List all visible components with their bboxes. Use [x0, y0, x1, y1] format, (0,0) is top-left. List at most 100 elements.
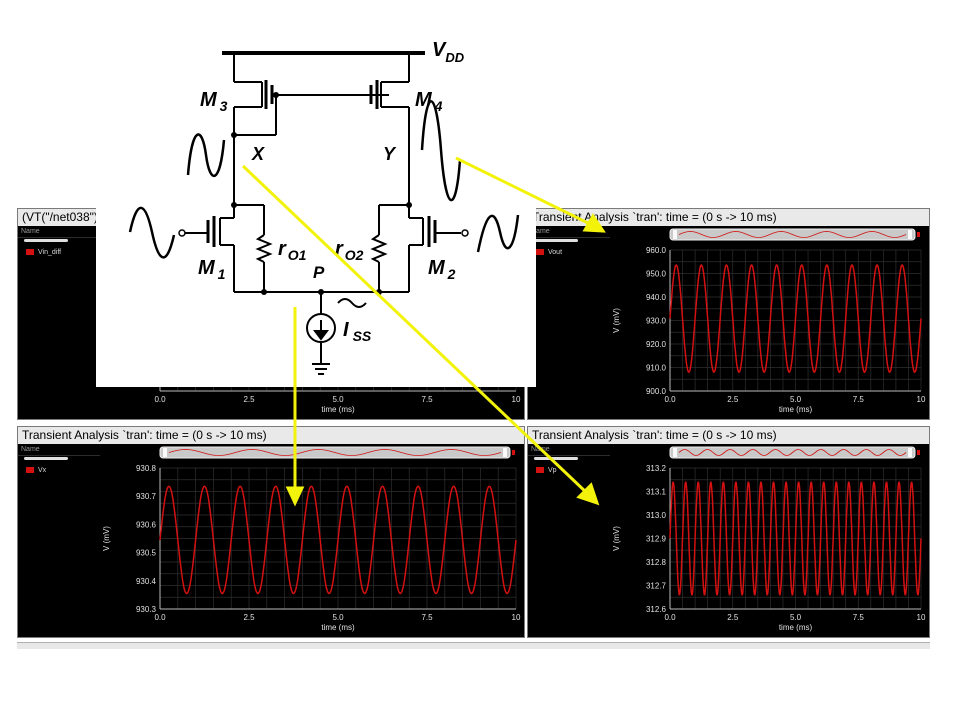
panel-title: Transient Analysis `tran': time = (0 s -…	[18, 427, 524, 445]
x-tick-label: 5.0	[790, 395, 802, 404]
x-tick-label: 10	[512, 395, 521, 404]
legend-scroll-handle[interactable]	[24, 457, 68, 460]
status-bar	[17, 642, 930, 649]
m3-subscript: 3	[220, 98, 228, 114]
y-tick-label: 312.8	[646, 558, 667, 567]
plot-area[interactable]: 0.0 2.5 5.0 7.5 10 time (ms)	[100, 226, 524, 419]
zoom-scrollbar[interactable]	[159, 446, 515, 459]
waveform-trace-vp	[669, 481, 922, 596]
legend-pane: Name Vin_diff	[18, 226, 101, 419]
legend-item-label: Vp	[548, 467, 557, 474]
scrollbar-preview-trace	[678, 231, 907, 238]
plot-background	[610, 444, 929, 637]
y-axis-label: V (mV)	[612, 308, 621, 333]
y-tick-label: 920.0	[646, 340, 667, 349]
zoom-scrollbar[interactable]	[159, 228, 515, 241]
x-tick-label: 5.0	[332, 613, 344, 622]
legend-header: Name	[18, 444, 100, 456]
y-axis-label: V (mV)	[612, 526, 621, 551]
y-tick-label: 312.6	[646, 605, 667, 614]
y-tick-label: 313.1	[646, 488, 667, 497]
waveform-panel-vout: Transient Analysis `tran': time = (0 s -…	[527, 208, 930, 420]
x-tick-label: 7.5	[853, 395, 865, 404]
y-tick-label: 312.9	[646, 535, 667, 544]
scrollbar-left-handle	[163, 448, 167, 457]
scrollbar-left-handle	[673, 448, 677, 457]
x-tick-label: 10	[917, 395, 926, 404]
waveform-panel-vx: Transient Analysis `tran': time = (0 s -…	[17, 426, 525, 638]
x-tick-label: 2.5	[243, 613, 255, 622]
scrollbar-right-handle	[908, 448, 912, 457]
x-tick-label: 7.5	[421, 613, 433, 622]
legend-item-vp[interactable]: Vp	[536, 467, 557, 474]
plot-background	[100, 226, 524, 419]
y-tick-label: 960.0	[646, 246, 667, 255]
legend-item-label: Vx	[38, 467, 47, 474]
zoom-scrollbar[interactable]	[669, 446, 920, 459]
y-tick-label: 930.6	[136, 520, 157, 529]
scrollbar-marker	[512, 450, 515, 455]
y-tick-label: 930.8	[136, 464, 157, 473]
x-tick-label: 7.5	[421, 395, 433, 404]
legend-scroll-handle[interactable]	[534, 457, 578, 460]
panel-title: (VT("/net038")	[18, 209, 524, 227]
plot-grid	[159, 249, 517, 392]
x-tick-label: 2.5	[727, 613, 739, 622]
label-vdd: VDD	[432, 39, 465, 65]
y-tick-label: 930.7	[136, 492, 157, 501]
y-tick-label: 313.2	[646, 464, 667, 473]
x-tick-label: 0.0	[664, 395, 676, 404]
scrollbar-left-handle	[163, 230, 167, 239]
scrollbar-marker	[917, 232, 920, 237]
panel-title: Transient Analysis `tran': time = (0 s -…	[528, 209, 929, 227]
scrollbar-preview-trace	[678, 449, 907, 456]
x-tick-label: 10	[917, 613, 926, 622]
trace-color-swatch	[536, 467, 544, 474]
x-axis-label: time (ms)	[779, 405, 813, 414]
y-tick-label: 900.0	[646, 387, 667, 396]
x-tick-label: 5.0	[790, 613, 802, 622]
y-tick-label: 910.0	[646, 364, 667, 373]
legend-header: Name	[18, 226, 100, 238]
waveform-trace-vout	[669, 264, 922, 374]
x-tick-label: 10	[512, 613, 521, 622]
x-tick-label: 2.5	[243, 395, 255, 404]
legend-scroll-handle[interactable]	[534, 239, 578, 242]
legend-item-vin-diff[interactable]: Vin_diff	[26, 249, 61, 256]
vdd-letter: V	[432, 39, 447, 61]
y-tick-label: 930.5	[136, 549, 157, 558]
legend-scroll-handle[interactable]	[24, 239, 68, 242]
legend-item-label: Vin_diff	[38, 249, 62, 256]
scrollbar-marker	[917, 450, 920, 455]
x-tick-label: 5.0	[332, 395, 344, 404]
m4-letter: M	[415, 89, 433, 111]
label-y: Y	[383, 144, 397, 164]
label-x: X	[251, 144, 265, 164]
legend-pane: Name Vp	[528, 444, 611, 637]
y-tick-label: 313.0	[646, 511, 667, 520]
x-tick-label: 0.0	[664, 613, 676, 622]
scrollbar-right-handle	[908, 230, 912, 239]
y-tick-label: 312.7	[646, 582, 667, 591]
zoom-scrollbar[interactable]	[669, 228, 920, 241]
legend-pane: Name Vout	[528, 226, 611, 419]
y-tick-label: 930.0	[646, 317, 667, 326]
x-tick-label: 0.0	[154, 613, 166, 622]
x-axis-label: time (ms)	[321, 405, 355, 414]
legend-item-vx[interactable]: Vx	[26, 467, 46, 474]
scrollbar-left-handle	[673, 230, 677, 239]
legend-item-label: Vout	[548, 249, 563, 256]
y-tick-label: 950.0	[646, 270, 667, 279]
y-tick-label: 930.3	[136, 605, 157, 614]
legend-item-vout[interactable]: Vout	[536, 249, 562, 256]
legend-header: Name	[528, 226, 610, 238]
vdd-subscript: DD	[445, 50, 464, 65]
trace-color-swatch	[26, 249, 34, 256]
x-tick-label: 0.0	[154, 395, 166, 404]
waveform-panel-vin: (VT("/net038") Name Vin_diff 0.0 2.5 5.0 7.…	[17, 208, 525, 420]
scrollbar-right-handle	[503, 230, 507, 239]
